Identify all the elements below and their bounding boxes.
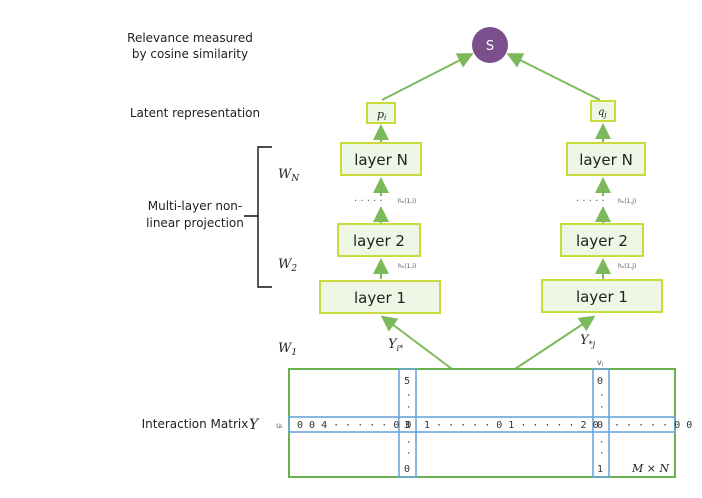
right-h-2: hₙ(1,j) bbox=[618, 263, 636, 270]
left-latent-label: pi bbox=[377, 108, 386, 122]
left-input-arrow bbox=[380, 315, 453, 370]
matrix-row-right-val: 0 bbox=[597, 420, 603, 431]
highlight-col-i bbox=[398, 368, 417, 478]
interaction-label: Interaction Matrix bbox=[142, 417, 249, 431]
matrix-col-i-dots4: · bbox=[406, 449, 411, 459]
matrix-dims: M × N bbox=[631, 462, 669, 475]
w-2-label: W2 bbox=[278, 257, 297, 274]
left-h-n: hₙ(1,i) bbox=[398, 198, 416, 205]
left-input-label: Yi* bbox=[388, 337, 403, 353]
right-layer-n-box bbox=[566, 142, 646, 176]
left-dots: · · · · · bbox=[354, 196, 383, 207]
matrix-row-mid-val: 3 bbox=[404, 420, 410, 431]
matrix-col-i-dots3: · bbox=[406, 438, 411, 448]
right-layer-1-label: layer 1 bbox=[576, 288, 628, 306]
arrow-q-to-s bbox=[506, 53, 601, 101]
highlight-row bbox=[288, 416, 676, 433]
right-latent-label: qj bbox=[598, 107, 607, 119]
left-latent-box bbox=[366, 102, 396, 124]
right-layer-2-box bbox=[560, 223, 644, 257]
right-h-n: hₙ(1,j) bbox=[618, 198, 636, 205]
right-latent-box bbox=[590, 100, 616, 122]
w-n-label: WN bbox=[278, 167, 300, 184]
row-label: uᵢ bbox=[276, 421, 283, 430]
right-layer-2-label: layer 2 bbox=[576, 232, 628, 250]
left-layer-1-label: layer 1 bbox=[354, 289, 406, 307]
right-dots: · · · · · bbox=[576, 196, 605, 207]
matrix-col-i-dots2: · bbox=[406, 403, 411, 413]
multilayer-label-2: linear projection bbox=[146, 216, 244, 230]
matrix-col-j-dots4: · bbox=[599, 449, 604, 459]
matrix-col-i-dots: · bbox=[406, 391, 411, 401]
matrix-col-j-dots3: · bbox=[599, 438, 604, 448]
matrix-col-j-top: 0 bbox=[597, 376, 603, 387]
left-layer-1-box bbox=[319, 280, 441, 314]
left-h-2: hₙ(1,i) bbox=[398, 263, 416, 270]
matrix-col-i-bottom: 0 bbox=[404, 464, 410, 475]
matrix-col-j-dots: · bbox=[599, 391, 604, 401]
right-input-label: Y*j bbox=[580, 333, 596, 349]
right-layer-n-label: layer N bbox=[579, 151, 633, 169]
matrix-col-j-bottom: 1 bbox=[597, 464, 603, 475]
relevance-label: Relevance measured bbox=[127, 31, 253, 45]
highlight-col-j bbox=[592, 368, 610, 478]
latent-label: Latent representation bbox=[130, 106, 260, 120]
similarity-node bbox=[472, 27, 508, 63]
right-layer-1-box bbox=[541, 279, 663, 313]
left-layer-n-label: layer N bbox=[354, 151, 408, 169]
matrix-col-i-top: 5 bbox=[404, 376, 410, 387]
w-1-label: W1 bbox=[278, 341, 297, 358]
matrix-row-mid: 1 · · · · · 0 1 · · · · · 2 0 bbox=[424, 420, 599, 431]
similarity-node-label: S bbox=[486, 39, 494, 54]
relevance-label-2: by cosine similarity bbox=[132, 47, 248, 61]
y-label: Y bbox=[249, 417, 260, 433]
right-input-arrow bbox=[514, 315, 596, 370]
matrix-row-end: · · · · · 0 0 bbox=[614, 420, 692, 431]
bracket bbox=[244, 146, 272, 288]
left-layer-2-label: layer 2 bbox=[353, 232, 405, 250]
matrix-row-left: 0 0 4 · · · · · 0 0 bbox=[297, 420, 411, 431]
multilayer-label: Multi-layer non- bbox=[148, 199, 242, 213]
matrix-col-j-dots2: · bbox=[599, 403, 604, 413]
left-layer-2-box bbox=[337, 223, 421, 257]
col-label: vⱼ bbox=[597, 358, 603, 367]
left-layer-n-box bbox=[340, 142, 422, 176]
arrow-p-to-s bbox=[381, 53, 474, 101]
